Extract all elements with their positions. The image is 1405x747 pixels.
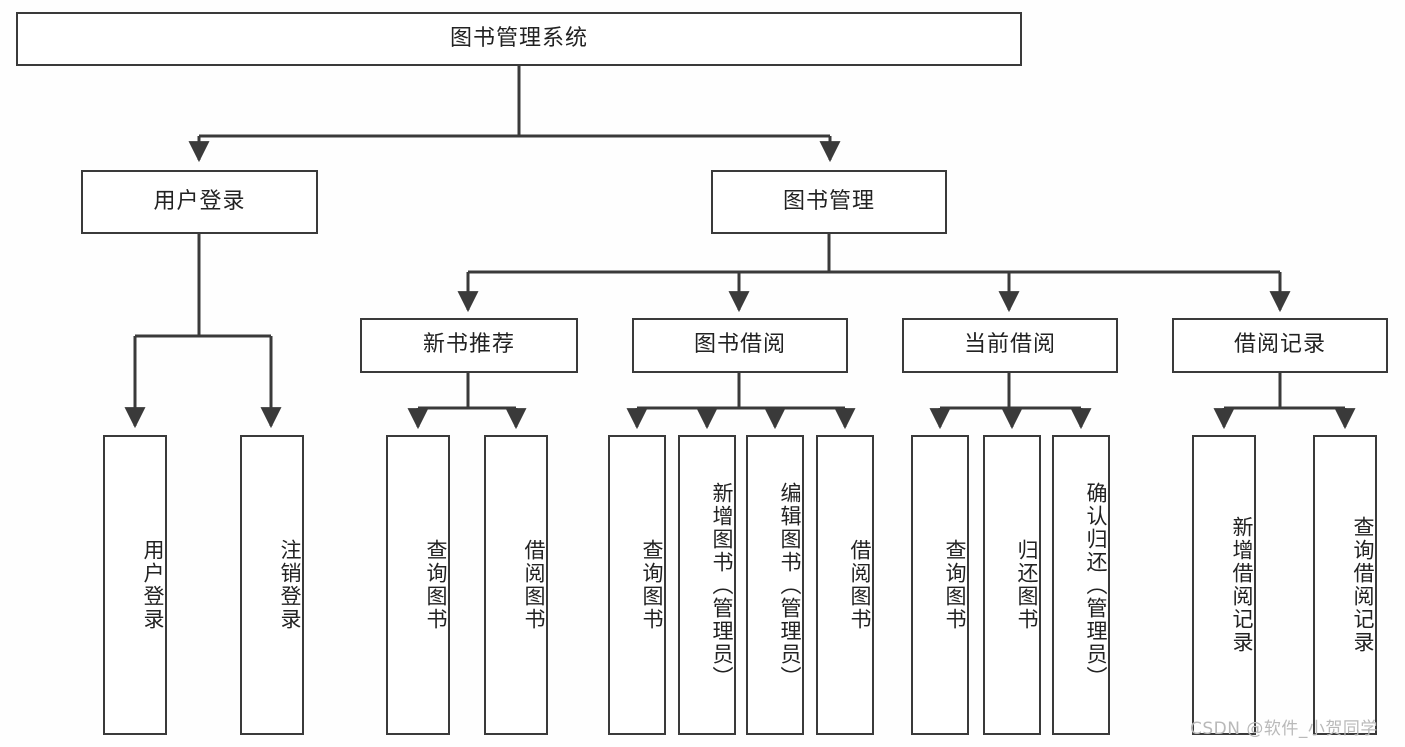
leaf-borrow-book-newbook-label: 借阅图书 bbox=[522, 539, 546, 631]
leaf-add-book-admin-label: 新增图书（管理员） bbox=[710, 481, 734, 689]
node-borrow-record[interactable]: 借阅记录 bbox=[1172, 318, 1388, 373]
leaf-add-borrow-record-label: 新增借阅记录 bbox=[1230, 516, 1254, 654]
leaf-add-book-admin[interactable]: 新增图书（管理员） bbox=[678, 435, 736, 735]
leaf-return-book[interactable]: 归还图书 bbox=[983, 435, 1041, 735]
node-current-borrow-label: 当前借阅 bbox=[963, 332, 1056, 358]
watermark-text: CSDN @软件_小贺同学 bbox=[1190, 719, 1378, 739]
node-current-borrow[interactable]: 当前借阅 bbox=[902, 318, 1118, 373]
node-root[interactable]: 图书管理系统 bbox=[16, 12, 1022, 66]
leaf-edit-book-admin-label: 编辑图书（管理员） bbox=[778, 481, 802, 689]
node-book-borrow-label: 图书借阅 bbox=[693, 332, 786, 358]
leaf-borrow-book-label: 借阅图书 bbox=[848, 539, 872, 631]
node-user-login-label: 用户登录 bbox=[153, 188, 246, 214]
node-root-label: 图书管理系统 bbox=[449, 25, 588, 51]
node-book-management[interactable]: 图书管理 bbox=[711, 170, 947, 234]
leaf-confirm-return-admin-label: 确认归还（管理员） bbox=[1084, 481, 1108, 689]
node-borrow-record-label: 借阅记录 bbox=[1233, 332, 1326, 358]
leaf-confirm-return-admin[interactable]: 确认归还（管理员） bbox=[1052, 435, 1110, 735]
node-book-borrow[interactable]: 图书借阅 bbox=[632, 318, 848, 373]
leaf-borrow-book-newbook[interactable]: 借阅图书 bbox=[484, 435, 548, 735]
leaf-query-book-newbook-label: 查询图书 bbox=[424, 539, 448, 631]
leaf-logout-label: 注销登录 bbox=[278, 539, 302, 631]
leaf-borrow-book[interactable]: 借阅图书 bbox=[816, 435, 874, 735]
leaf-logout[interactable]: 注销登录 bbox=[240, 435, 304, 735]
leaf-query-book-newbook[interactable]: 查询图书 bbox=[386, 435, 450, 735]
leaf-user-login-label: 用户登录 bbox=[141, 539, 165, 631]
leaf-query-book-borrow-label: 查询图书 bbox=[640, 539, 664, 631]
node-new-book-recommend[interactable]: 新书推荐 bbox=[360, 318, 578, 373]
node-new-book-recommend-label: 新书推荐 bbox=[422, 332, 515, 358]
leaf-query-borrow-record-label: 查询借阅记录 bbox=[1351, 516, 1375, 654]
node-book-management-label: 图书管理 bbox=[782, 188, 875, 214]
leaf-query-book-current-label: 查询图书 bbox=[943, 539, 967, 631]
leaf-query-borrow-record[interactable]: 查询借阅记录 bbox=[1313, 435, 1377, 735]
leaf-add-borrow-record[interactable]: 新增借阅记录 bbox=[1192, 435, 1256, 735]
node-user-login[interactable]: 用户登录 bbox=[81, 170, 318, 234]
leaf-query-book-current[interactable]: 查询图书 bbox=[911, 435, 969, 735]
leaf-return-book-label: 归还图书 bbox=[1015, 539, 1039, 631]
leaf-query-book-borrow[interactable]: 查询图书 bbox=[608, 435, 666, 735]
leaf-user-login[interactable]: 用户登录 bbox=[103, 435, 167, 735]
leaf-edit-book-admin[interactable]: 编辑图书（管理员） bbox=[746, 435, 804, 735]
